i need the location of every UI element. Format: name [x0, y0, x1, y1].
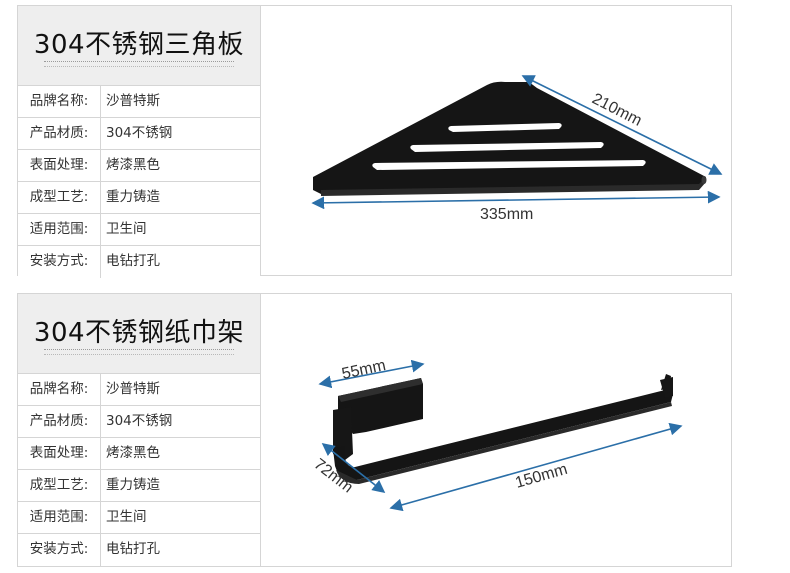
spec-label: 表面处理:: [18, 150, 101, 181]
spec-value: 卫生间: [106, 509, 147, 525]
towel-holder-shape: [333, 374, 673, 484]
spec-row-brand: 品牌名称: 沙普特斯: [18, 374, 260, 406]
title-decoration: [44, 349, 234, 355]
spec-value: 重力铸造: [106, 189, 160, 205]
product-title: 304不锈钢三角板: [33, 30, 245, 60]
spec-row-install: 安装方式: 电钻打孔: [18, 246, 260, 278]
spec-value: 沙普特斯: [106, 381, 160, 397]
dimension-label-base: 55mm: [340, 357, 387, 383]
spec-row-brand: 品牌名称: 沙普特斯: [18, 86, 260, 118]
title-cell: 304不锈钢纸巾架: [18, 294, 260, 374]
dimension-line-length: [389, 422, 683, 512]
product-illustration: 210mm 335mm: [261, 6, 731, 275]
spec-label: 成型工艺:: [18, 182, 101, 213]
title-decoration: [44, 61, 234, 67]
spec-value: 卫生间: [106, 221, 147, 237]
product-title: 304不锈钢纸巾架: [33, 318, 245, 348]
dimension-line-side: [521, 75, 723, 175]
corner-shelf-shape: [313, 81, 707, 196]
spec-row-material: 产品材质: 304不锈钢: [18, 406, 260, 438]
dimension-line-base: [318, 359, 425, 389]
spec-label: 产品材质:: [18, 406, 101, 437]
spec-value: 电钻打孔: [106, 253, 160, 269]
spec-label: 适用范围:: [18, 502, 101, 533]
spec-label: 安装方式:: [18, 534, 101, 566]
towel-holder-drawing: 55mm 72mm 150mm: [311, 357, 683, 512]
dimension-label-width: 335mm: [480, 206, 533, 223]
title-cell: 304不锈钢三角板: [18, 6, 260, 86]
spec-value: 沙普特斯: [106, 93, 160, 109]
spec-row-material: 产品材质: 304不锈钢: [18, 118, 260, 150]
product-illustration: 55mm 72mm 150mm: [261, 294, 731, 566]
spec-label: 品牌名称:: [18, 86, 101, 117]
spec-table: 304不锈钢三角板 品牌名称: 沙普特斯 产品材质: 304不锈钢 表面处理: …: [18, 6, 261, 278]
spec-value: 重力铸造: [106, 477, 160, 493]
spec-label: 适用范围:: [18, 214, 101, 245]
product-panel-towel-holder: 304不锈钢纸巾架 品牌名称: 沙普特斯 产品材质: 304不锈钢 表面处理: …: [17, 293, 732, 567]
spec-label: 安装方式:: [18, 246, 101, 278]
spec-label: 品牌名称:: [18, 374, 101, 405]
spec-row-finish: 表面处理: 烤漆黑色: [18, 150, 260, 182]
spec-row-process: 成型工艺: 重力铸造: [18, 470, 260, 502]
product-panel-corner-shelf: 304不锈钢三角板 品牌名称: 沙普特斯 产品材质: 304不锈钢 表面处理: …: [17, 5, 732, 278]
spec-value: 烤漆黑色: [106, 445, 160, 461]
spec-value: 304不锈钢: [106, 125, 173, 141]
spec-row-install: 安装方式: 电钻打孔: [18, 534, 260, 566]
spec-label: 成型工艺:: [18, 470, 101, 501]
spec-value: 电钻打孔: [106, 541, 160, 557]
spec-row-finish: 表面处理: 烤漆黑色: [18, 438, 260, 470]
spec-label: 表面处理:: [18, 438, 101, 469]
spec-row-usage: 适用范围: 卫生间: [18, 214, 260, 246]
spec-table: 304不锈钢纸巾架 品牌名称: 沙普特斯 产品材质: 304不锈钢 表面处理: …: [18, 294, 261, 566]
dimension-line-width: [311, 190, 721, 210]
spec-value: 304不锈钢: [106, 413, 173, 429]
spec-row-usage: 适用范围: 卫生间: [18, 502, 260, 534]
dimension-line-depth: [321, 443, 386, 493]
spec-label: 产品材质:: [18, 118, 101, 149]
corner-shelf-drawing: 210mm 335mm: [311, 75, 723, 223]
spec-row-process: 成型工艺: 重力铸造: [18, 182, 260, 214]
spec-value: 烤漆黑色: [106, 157, 160, 173]
